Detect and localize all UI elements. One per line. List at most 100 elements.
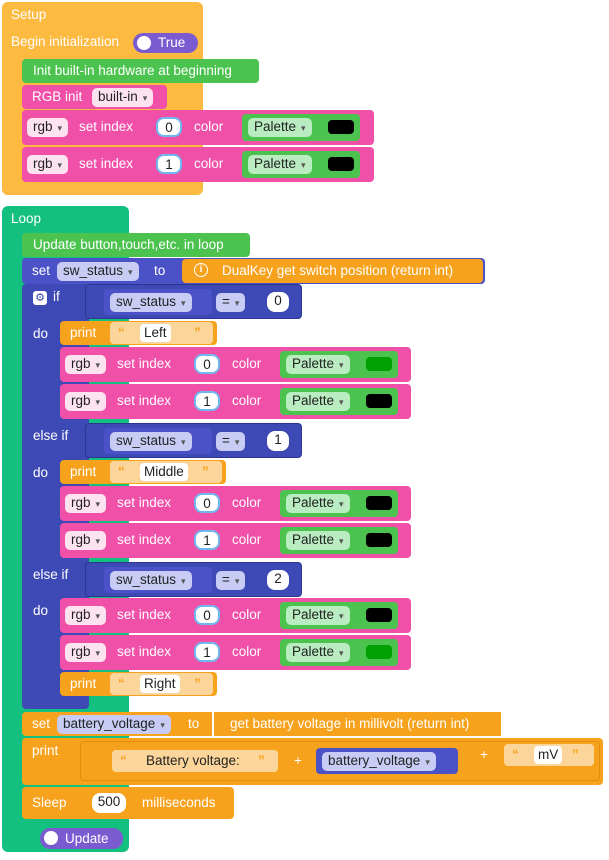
battery-var-dropdown[interactable]: battery_voltage▾ bbox=[57, 715, 171, 734]
dropdown-arrow-icon: ▾ bbox=[57, 123, 63, 133]
palette-dropdown[interactable]: Palette▾ bbox=[248, 118, 312, 137]
print-block[interactable]: print “ Left ” bbox=[60, 321, 217, 345]
var-getter-block[interactable]: sw_status▾ bbox=[104, 567, 212, 593]
init-hw-block[interactable]: Init built-in hardware at beginning bbox=[22, 59, 259, 83]
compare-value-input[interactable]: 1 bbox=[267, 431, 289, 451]
rgb-object-dropdown[interactable]: rgb▾ bbox=[65, 355, 107, 374]
palette-dropdown[interactable]: Palette▾ bbox=[286, 643, 350, 662]
compare-value-input[interactable]: 0 bbox=[267, 292, 289, 312]
index-input[interactable]: 0 bbox=[194, 605, 220, 625]
dualkey-label: DualKey get switch position (return int) bbox=[222, 263, 454, 278]
palette-dropdown[interactable]: Palette▾ bbox=[286, 392, 350, 411]
palette-block[interactable]: Palette▾ bbox=[280, 351, 398, 378]
compare-value-input[interactable]: 2 bbox=[267, 570, 289, 590]
palette-dropdown[interactable]: Palette▾ bbox=[286, 355, 350, 374]
color-swatch[interactable] bbox=[328, 157, 354, 171]
color-swatch[interactable] bbox=[366, 357, 392, 371]
battery-getter-block[interactable]: get battery voltage in millivolt (return… bbox=[212, 712, 501, 736]
operator-dropdown[interactable]: =▾ bbox=[216, 571, 246, 590]
sleep-block[interactable]: Sleep 500 milliseconds bbox=[22, 787, 234, 819]
index-input[interactable]: 1 bbox=[194, 642, 220, 662]
print-text-block[interactable]: “ Right ” bbox=[110, 673, 213, 695]
color-label: color bbox=[194, 119, 224, 134]
rgb-set-index-block[interactable]: rgb▾ set index 0 color Palette▾ bbox=[60, 598, 411, 633]
rgb-set-index-block[interactable]: rgb▾ set index 1 color Palette▾ bbox=[22, 147, 374, 182]
palette-block[interactable]: Palette▾ bbox=[280, 490, 398, 517]
rgb-object-dropdown[interactable]: rgb▾ bbox=[27, 118, 69, 137]
rgb-object-dropdown[interactable]: rgb▾ bbox=[65, 494, 107, 513]
true-toggle[interactable]: True bbox=[133, 33, 198, 53]
index-input[interactable]: 0 bbox=[194, 354, 220, 374]
color-swatch[interactable] bbox=[366, 645, 392, 659]
palette-block[interactable]: Palette▾ bbox=[280, 602, 398, 629]
rgb-set-index-block[interactable]: rgb▾ set index 1 color Palette▾ bbox=[60, 523, 411, 558]
else-if-label: else if bbox=[33, 567, 69, 582]
palette-dropdown[interactable]: Palette▾ bbox=[286, 606, 350, 625]
index-input[interactable]: 1 bbox=[156, 154, 182, 174]
palette-dropdown[interactable]: Palette▾ bbox=[286, 531, 350, 550]
palette-dropdown[interactable]: Palette▾ bbox=[248, 155, 312, 174]
update-block[interactable]: Update button,touch,etc. in loop bbox=[22, 233, 250, 257]
sw-status-dropdown[interactable]: sw_status▾ bbox=[110, 432, 192, 451]
update-toggle[interactable]: Update bbox=[40, 828, 123, 849]
print-label: print bbox=[70, 325, 97, 340]
color-swatch[interactable] bbox=[366, 533, 392, 547]
color-label: color bbox=[232, 644, 262, 659]
color-swatch[interactable] bbox=[366, 496, 392, 510]
print-text: Right bbox=[140, 675, 180, 693]
sw-status-dropdown[interactable]: sw_status▾ bbox=[110, 293, 192, 312]
gear-icon[interactable]: ⚙ bbox=[33, 291, 47, 305]
rgb-set-index-block[interactable]: rgb▾ set index 0 color Palette▾ bbox=[22, 110, 374, 145]
sleep-value-input[interactable]: 500 bbox=[92, 793, 126, 813]
set-index-label: set index bbox=[79, 119, 134, 134]
rgb-object-dropdown[interactable]: rgb▾ bbox=[65, 392, 107, 411]
rgb-set-index-block[interactable]: rgb▾ set index 0 color Palette▾ bbox=[60, 347, 411, 382]
close-quote-icon-2: ” bbox=[572, 747, 579, 762]
var-getter-block[interactable]: sw_status▾ bbox=[104, 289, 212, 315]
index-input[interactable]: 1 bbox=[194, 530, 220, 550]
rgb-object-dropdown[interactable]: rgb▾ bbox=[65, 606, 107, 625]
rgb-object-dropdown[interactable]: rgb▾ bbox=[27, 155, 69, 174]
index-input[interactable]: 0 bbox=[156, 117, 182, 137]
palette-block[interactable]: Palette▾ bbox=[280, 388, 398, 415]
rgb-set-index-block[interactable]: rgb▾ set index 1 color Palette▾ bbox=[60, 635, 411, 670]
palette-block[interactable]: Palette▾ bbox=[242, 114, 360, 141]
palette-dropdown[interactable]: Palette▾ bbox=[286, 494, 350, 513]
palette-block[interactable]: Palette▾ bbox=[280, 639, 398, 666]
set-index-label: set index bbox=[79, 156, 134, 171]
rgb-init-block[interactable]: RGB init built-in▾ bbox=[22, 85, 167, 109]
operator-dropdown[interactable]: =▾ bbox=[216, 293, 246, 312]
print-block[interactable]: print “ Right ” bbox=[60, 672, 217, 696]
print-text-block[interactable]: “ Middle ” bbox=[110, 461, 222, 483]
sw-status-dropdown[interactable]: sw_status▾ bbox=[110, 571, 192, 590]
rgb-set-index-block[interactable]: rgb▾ set index 0 color Palette▾ bbox=[60, 486, 411, 521]
compare-block[interactable]: sw_status▾ =▾ 1 bbox=[85, 423, 302, 458]
rgb-object-dropdown[interactable]: rgb▾ bbox=[65, 643, 107, 662]
compare-block[interactable]: sw_status▾ =▾ 2 bbox=[85, 562, 302, 597]
unit-text-block[interactable]: “ mV ” bbox=[504, 744, 594, 766]
var-getter-block[interactable]: sw_status▾ bbox=[104, 428, 212, 454]
print-text-block[interactable]: “ Left ” bbox=[110, 322, 213, 344]
battery-text-block[interactable]: “ Battery voltage: ” bbox=[112, 750, 278, 772]
rgb-set-index-block[interactable]: rgb▾ set index 1 color Palette▾ bbox=[60, 384, 411, 419]
close-quote-icon: ” bbox=[194, 325, 201, 340]
sw-status-var-dropdown[interactable]: sw_status▾ bbox=[57, 262, 139, 281]
print-battery-block[interactable]: print “ Battery voltage: ” + battery_vol… bbox=[22, 738, 603, 785]
color-swatch[interactable] bbox=[328, 120, 354, 134]
operator-dropdown[interactable]: =▾ bbox=[216, 432, 246, 451]
battery-var-getter[interactable]: battery_voltage▾ bbox=[316, 748, 458, 774]
rgb-init-dropdown[interactable]: built-in▾ bbox=[92, 88, 154, 107]
palette-block[interactable]: Palette▾ bbox=[280, 527, 398, 554]
compare-block[interactable]: sw_status▾ =▾ 0 bbox=[85, 284, 302, 319]
index-input[interactable]: 1 bbox=[194, 391, 220, 411]
battery-var-getter-dropdown[interactable]: battery_voltage▾ bbox=[322, 752, 436, 771]
rgb-object-dropdown[interactable]: rgb▾ bbox=[65, 531, 107, 550]
color-swatch[interactable] bbox=[366, 608, 392, 622]
index-input[interactable]: 0 bbox=[194, 493, 220, 513]
set-sw-status-block[interactable]: set sw_status▾ to i DualKey get switch p… bbox=[22, 258, 485, 284]
dualkey-block[interactable]: i DualKey get switch position (return in… bbox=[182, 259, 483, 283]
palette-block[interactable]: Palette▾ bbox=[242, 151, 360, 178]
print-block[interactable]: print “ Middle ” bbox=[60, 460, 226, 484]
set-battery-block[interactable]: set battery_voltage▾ to get battery volt… bbox=[22, 712, 501, 736]
color-swatch[interactable] bbox=[366, 394, 392, 408]
